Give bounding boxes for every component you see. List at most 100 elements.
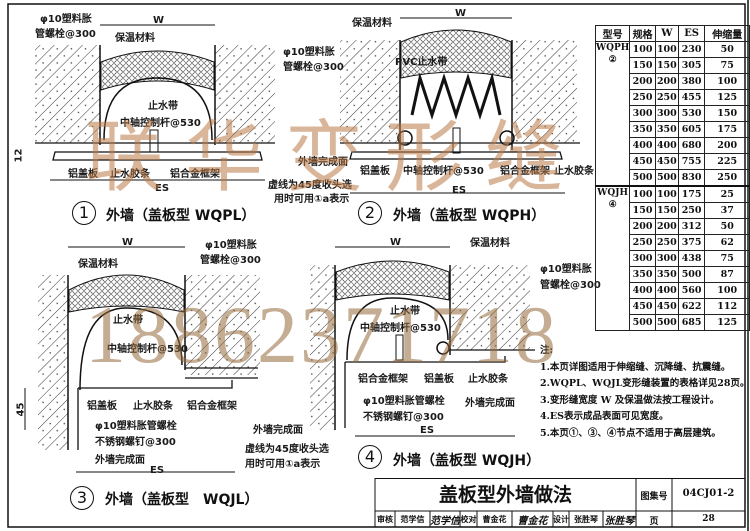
table-cell: 150: [654, 57, 679, 74]
table-cell: 455: [677, 89, 706, 106]
table-cell: 100: [704, 282, 750, 299]
page-number: 28: [702, 514, 715, 524]
d2-note-2: 用时可用①a表示: [274, 194, 350, 205]
designer-signature: 张胜琴: [604, 516, 635, 527]
table-cell: 200: [629, 73, 656, 90]
d3-bolt-label-2: 不锈钢螺钉@300: [95, 437, 176, 448]
d3-dim-45: 45: [15, 402, 27, 417]
table-cell: 500: [629, 314, 656, 331]
design-label: 设计: [553, 515, 569, 524]
d3-rod-label: 中轴控制杆@530: [107, 344, 188, 355]
table-cell: 400: [629, 282, 656, 299]
checker-signature: 曹金花: [517, 516, 548, 527]
table-cell: 400: [654, 137, 679, 154]
d3-note-1: 虚线为45度收头选: [245, 444, 329, 455]
table-cell: 175: [677, 185, 706, 203]
table-cell: 87: [704, 266, 750, 283]
table-cell: 100: [654, 185, 679, 203]
table-cell: 350: [654, 266, 679, 283]
table-cell: 250: [654, 89, 679, 106]
model-detail-ref: ②: [608, 55, 617, 65]
note-item: 3.变形缝宽度 W 及保温做法按工程设计。: [540, 394, 720, 406]
detail-4-number: 4: [358, 445, 382, 469]
d3-finish-label: 外墙完成面: [95, 455, 145, 466]
checker-name: 曹金花: [482, 515, 507, 524]
table-cell: 680: [677, 137, 706, 154]
designer-name: 张胜琴: [574, 515, 598, 524]
d4-rod-label: 中轴控制杆@530: [360, 323, 441, 334]
table-cell: 500: [629, 169, 656, 187]
d4-finish-label: 外墙完成面: [465, 398, 515, 409]
table-cell: 37: [704, 202, 750, 219]
table-cell: 112: [704, 298, 750, 315]
detail-2-title: 外墙（盖板型 WQPH）: [393, 208, 546, 224]
d1-anchor-label-1: φ10塑料胀: [40, 14, 92, 25]
table-cell: 450: [654, 298, 679, 315]
reviewer-signature: 范学信: [430, 516, 460, 527]
d3-strip-label: 止水胶条: [133, 401, 173, 412]
table-cell: 380: [677, 73, 706, 90]
table-cell: 500: [677, 266, 706, 283]
table-cell: 300: [654, 105, 679, 122]
table-cell: 230: [677, 41, 706, 58]
table-cell: 605: [677, 121, 706, 138]
d4-frame-label: 铝合金框架: [358, 374, 408, 385]
model-code: WQJH: [597, 188, 628, 198]
d3-bolt-label-1: φ10塑料胀管螺栓: [95, 421, 177, 432]
table-cell: 200: [654, 218, 679, 235]
detail-3-number: 3: [70, 486, 94, 510]
watermark-brand: 联华变形缝: [85, 113, 586, 203]
table-header-cell: ES: [677, 25, 706, 42]
d1-es-dim: ES: [155, 183, 170, 194]
d1-cover-label: 铝盖板: [68, 169, 98, 180]
d4-bolt-label-2: 不锈钢螺钉@300: [363, 412, 444, 423]
d3-frame-label: 铝合金框架: [187, 401, 237, 412]
note-item: 4.ES表示成品表面可见宽度。: [540, 411, 669, 422]
table-cell: 150: [629, 202, 656, 219]
note-item: 5.本页①、③、④节点不适用于高层建筑。: [540, 427, 721, 439]
table-cell: 622: [677, 298, 706, 315]
table-cell: 100: [629, 41, 656, 58]
d2-frame-label: 铝合金框架: [500, 166, 550, 177]
detail-4-title: 外墙（盖板型 WQJH）: [393, 453, 541, 469]
detail-2-drawing: [340, 17, 580, 194]
d4-w-dim: W: [390, 237, 402, 248]
table-cell: 250: [654, 234, 679, 251]
table-cell: 175: [704, 121, 750, 138]
table-cell: 350: [654, 121, 679, 138]
d4-insulation-label: 保温材料: [470, 238, 510, 249]
table-cell: 312: [677, 218, 706, 235]
d2-note-1: 虚线为45度收头选: [268, 180, 352, 191]
d2-cover-label: 铝盖板: [360, 166, 390, 177]
table-cell: 400: [654, 282, 679, 299]
d3-anchor-label-2: 管螺栓@300: [200, 255, 261, 266]
d2-finish-label: 外墙完成面: [298, 157, 348, 168]
table-cell: 300: [629, 105, 656, 122]
table-cell: 100: [654, 41, 679, 58]
table-cell: 450: [654, 153, 679, 170]
table-cell: 500: [654, 314, 679, 331]
table-header-cell: 规格: [629, 25, 656, 42]
table-cell: 250: [677, 202, 706, 219]
detail-2-number: 2: [358, 201, 382, 225]
page-label: 页: [649, 517, 659, 527]
d4-anchor-label-2: 管螺栓@300: [540, 280, 601, 291]
review-label: 审核: [377, 515, 393, 524]
table-cell: 75: [704, 250, 750, 267]
table-cell: 150: [629, 57, 656, 74]
table-cell: 25: [704, 185, 750, 203]
table-header-cell: W: [654, 25, 679, 42]
detail-4-drawing: [310, 246, 535, 437]
table-header-cell: 型号: [594, 25, 631, 42]
d3-note-2: 用时可用①a表示: [245, 459, 321, 470]
check-label: 校对: [460, 515, 477, 524]
d4-cover-label: 铝盖板: [424, 374, 454, 385]
